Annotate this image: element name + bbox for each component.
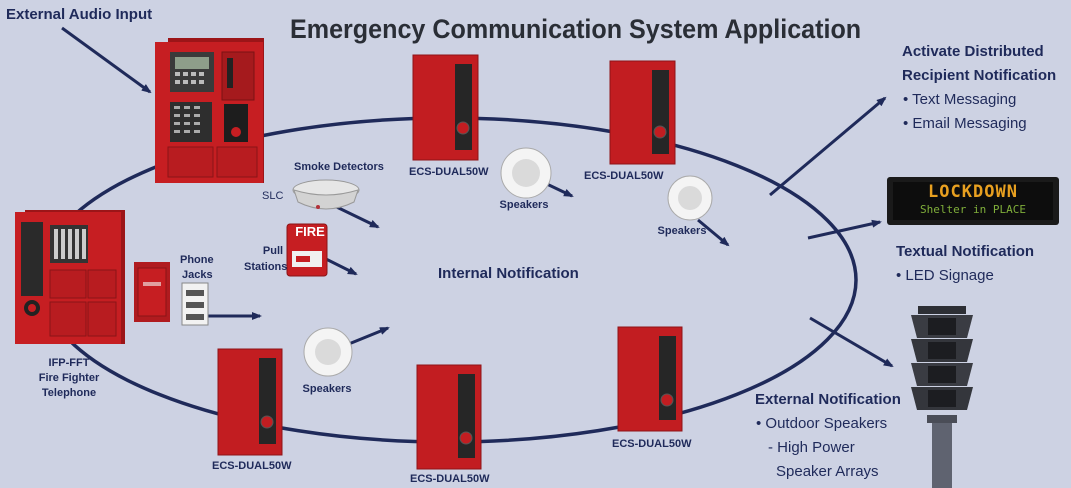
ecs-label-1: ECS-DUAL50W bbox=[409, 166, 489, 178]
textual-notification-title: Textual Notification bbox=[896, 243, 1035, 260]
slc-label: SLC bbox=[262, 190, 284, 202]
pull-station-device bbox=[286, 223, 328, 277]
ceiling-speaker-1 bbox=[500, 147, 552, 199]
textual-arrow bbox=[807, 219, 882, 240]
audio-input-arrow bbox=[61, 26, 152, 94]
fire-alarm-control-panel bbox=[155, 38, 264, 183]
led-sign-line1: LOCKDOWN bbox=[928, 182, 1018, 202]
led-sign-device bbox=[887, 177, 1059, 225]
speakers-label-2: Speakers bbox=[657, 225, 707, 237]
page-title: Emergency Communication System Applicati… bbox=[290, 14, 862, 44]
text-messaging-item: • Text Messaging bbox=[903, 91, 1017, 108]
speakers-arrow-2 bbox=[697, 218, 730, 247]
ecs-cabinet-1 bbox=[412, 54, 479, 161]
led-sign-line2: Shelter in PLACE bbox=[920, 203, 1026, 216]
ecs-label-5: ECS-DUAL50W bbox=[612, 438, 692, 450]
high-power-item: - High Power bbox=[768, 439, 855, 456]
firefighter-telephone-panel bbox=[15, 210, 125, 344]
speakers-label-3: Speakers bbox=[302, 383, 352, 395]
phone-jacks-device bbox=[181, 282, 209, 326]
phone-jacks-label-line2: Jacks bbox=[182, 269, 213, 281]
pull-stations-label-line2: Stations bbox=[244, 261, 288, 273]
speaker-arrays-item: Speaker Arrays bbox=[776, 463, 879, 480]
ecs-cabinet-2 bbox=[609, 60, 676, 165]
internal-notification-label: Internal Notification bbox=[438, 265, 579, 282]
external-notification-title: External Notification bbox=[755, 391, 901, 408]
email-messaging-item: • Email Messaging bbox=[903, 115, 1027, 132]
speakers-label-1: Speakers bbox=[499, 199, 549, 211]
distributed-arrow bbox=[769, 96, 887, 197]
outdoor-speakers-item: • Outdoor Speakers bbox=[756, 415, 888, 432]
phone-jack-cabinet bbox=[134, 262, 170, 322]
distributed-title-line1: Activate Distributed bbox=[902, 43, 1044, 60]
pull-station-sign-text: FIRE bbox=[295, 224, 325, 239]
ecs-cabinet-4 bbox=[416, 364, 482, 470]
ceiling-speaker-2 bbox=[667, 175, 713, 221]
ecs-label-2: ECS-DUAL50W bbox=[584, 170, 664, 182]
ecs-label-3: ECS-DUAL50W bbox=[212, 460, 292, 472]
ifp-label-line3: Telephone bbox=[41, 387, 97, 399]
ifp-label-line1: IFP-FFT bbox=[48, 357, 90, 369]
external-arrow bbox=[809, 316, 894, 368]
ceiling-speaker-3 bbox=[303, 327, 353, 377]
ecs-label-4: ECS-DUAL50W bbox=[410, 473, 490, 485]
phone-jacks-label-line1: Phone bbox=[180, 254, 214, 266]
external-audio-input-label: External Audio Input bbox=[6, 6, 153, 23]
ecs-cabinet-5 bbox=[617, 326, 683, 432]
smoke-detector-device bbox=[292, 179, 360, 210]
ifp-label-line2: Fire Fighter bbox=[38, 372, 100, 384]
outdoor-speaker-array bbox=[911, 306, 973, 488]
pull-stations-label-line1: Pull bbox=[262, 245, 284, 257]
led-signage-item: • LED Signage bbox=[896, 267, 994, 284]
smoke-detectors-label: Smoke Detectors bbox=[294, 161, 384, 173]
ecs-cabinet-3 bbox=[217, 348, 283, 456]
distributed-title-line2: Recipient Notification bbox=[902, 67, 1057, 84]
